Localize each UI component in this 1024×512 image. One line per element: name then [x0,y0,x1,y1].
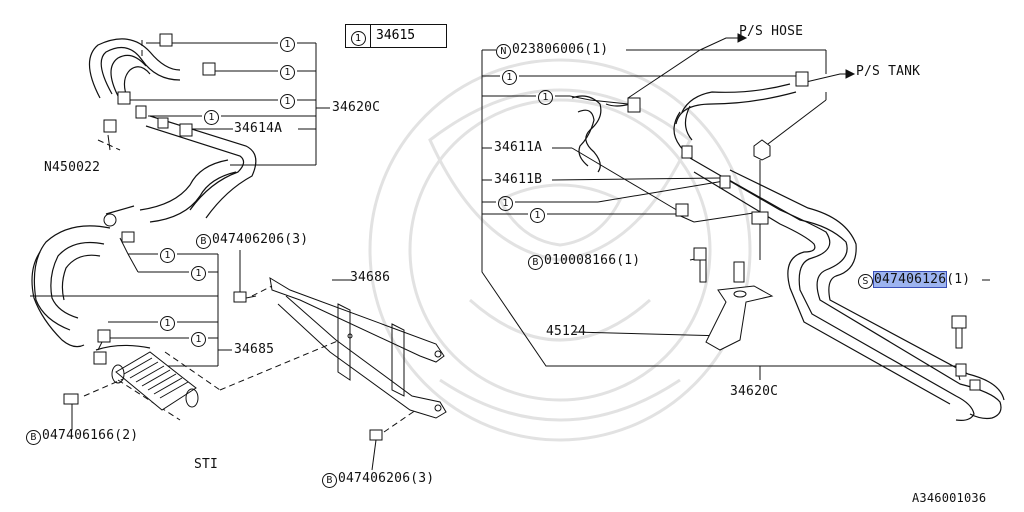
label-sti: STI [194,457,219,472]
bracket-34686 [269,277,447,419]
label-ps-tank: P/S TANK [856,64,921,79]
label-34620c-bot: 34620C [730,384,779,399]
callout-1: 1 [530,206,546,223]
label-45124: 45124 [546,324,587,339]
callout-1: 1 [502,68,518,85]
callout-1: 1 [160,314,176,331]
label-34620c-top: 34620C [332,100,381,115]
callout-1: 1 [280,63,296,80]
callout-1: 1 [191,264,207,281]
oil-cooler [63,351,199,411]
label-34686: 34686 [350,270,391,285]
callout-1: 1 [538,88,554,105]
callout-1: 1 [498,194,514,211]
callout-1: 1 [280,35,296,52]
callout-1: 1 [191,330,207,347]
label-34685: 34685 [234,342,275,357]
label-34614a: 34614A [234,121,283,136]
legend-part-number: 34615 [376,28,416,43]
watermark-emblem [368,58,752,442]
label-n450022: N450022 [44,160,101,175]
callout-1: 1 [204,108,220,125]
bracket-45124 [705,261,774,351]
callout-1: 1 [280,92,296,109]
callout-1: 1 [160,246,176,263]
label-34611a: 34611A [494,140,543,155]
callout-marker: 1 [350,31,366,46]
diagram-id: A346001036 [912,491,987,505]
label-34611b: 34611B [494,172,543,187]
highlighted-part-number[interactable]: 047406126 [872,271,948,288]
label-ps-hose: P/S HOSE [739,24,804,39]
callout-legend: 1 34615 [345,24,447,48]
